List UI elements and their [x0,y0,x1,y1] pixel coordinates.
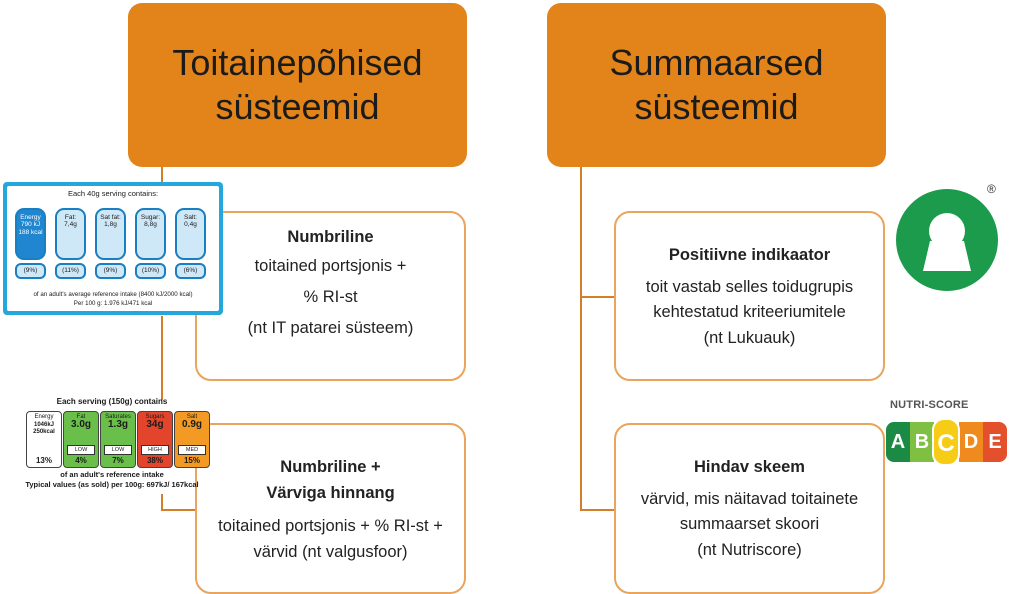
box-scoring-scheme-desc: värvid, mis näitavad toitainete summaars… [640,489,859,559]
nutriscore-logo: A B D E C [886,418,1007,466]
header-summary-systems-text: Summaarsed süsteemid [609,42,824,127]
connector-right-branch-top [580,296,614,298]
battery-energy: Energy 790 kJ 188 kcal [15,208,46,260]
battery-label-title: Each 40g serving contains: [67,189,159,198]
nutriscore-letter-e: E [983,422,1007,462]
nutriscore-title: NUTRI-SCORE [890,399,969,411]
traffic-sugars: Sugars 34g HIGH 38% [137,411,173,468]
traffic-energy-pct: 13% [35,455,52,465]
keyhole-shape-icon [923,213,971,271]
battery-satfat: Sat fat: 1,8g [95,208,126,260]
traffic-fat-name: Fat [76,414,86,420]
traffic-fat: Fat 3.0g LOW 4% [63,411,99,468]
box-scoring-scheme: Hindav skeem värvid, mis näitavad toitai… [614,423,885,594]
connector-right-vertical [580,167,582,510]
battery-satfat-pct: (9%) [95,263,126,279]
nutriscore-letter-a: A [886,422,910,462]
traffic-energy: Energy 1046kJ 250kcal 13% [26,411,62,468]
traffic-saturates-pct: 7% [112,455,124,465]
battery-fat-pct: (11%) [55,263,86,279]
traffic-sugars-pct: 38% [146,455,163,465]
battery-salt-name: Salt: [183,214,197,221]
traffic-salt-name: Salt [186,414,198,420]
battery-satfat-value: 1,8g [104,221,117,229]
traffic-energy-value: 1046kJ 250kcal [33,422,55,435]
registered-mark: ® [987,182,996,196]
traffic-saturates-level: LOW [104,445,132,455]
traffic-fat-pct: 4% [75,455,87,465]
traffic-fat-value: 3.0g [70,419,91,431]
traffic-salt-value: 0.9g [181,419,202,431]
keyhole-logo-icon [896,189,998,291]
box-scoring-scheme-title: Hindav skeem [694,458,805,476]
box-positive-indicator: Positiivne indikaator toit vastab selles… [614,211,885,381]
nutriscore-letter-b: B [910,422,934,462]
battery-salt-pct: (6%) [175,263,206,279]
traffic-sugars-name: Sugars [145,414,165,420]
battery-salt: Salt: 0,4g [175,208,206,260]
battery-energy-value: 790 kJ 188 kcal [18,221,43,236]
traffic-salt-level: MED [178,445,206,455]
traffic-label-footnote-1: of an adult's reference intake [60,470,164,479]
nutriscore-letter-d: D [959,422,983,462]
connector-left-branch-bottom [161,509,195,511]
battery-sugar-name: Sugar: [140,214,161,221]
box-positive-indicator-title: Positiivne indikaator [668,246,831,264]
traffic-light-nutrition-label: Each serving (150g) contains Energy 1046… [2,393,222,493]
battery-salt-value: 0,4g [184,221,197,229]
battery-energy-name: Energy [20,214,41,221]
traffic-salt-pct: 15% [183,455,200,465]
battery-fat-name: Fat: [64,214,77,221]
traffic-saturates: Saturates 1.3g LOW 7% [100,411,136,468]
battery-fat-value: 7,4g [64,221,77,229]
traffic-salt: Salt 0.9g MED 15% [174,411,210,468]
traffic-label-title: Each serving (150g) contains [56,397,168,406]
box-numeric: Numbriline toitained portsjonis + % RI-s… [195,211,466,381]
box-numeric-color-desc: toitained portsjonis + % RI-st + värvid … [218,517,443,561]
traffic-label-footnote-2: Typical values (as sold) per 100g: 697kJ… [25,480,199,489]
battery-nutrition-label: Each 40g serving contains: Energy 790 kJ… [3,182,223,315]
battery-label-footnote-1: of an adult's average reference intake (… [33,291,193,298]
box-positive-indicator-desc: toit vastab selles toidugrupis kehtestat… [645,277,854,347]
connector-left-vertical-top [161,167,163,187]
traffic-sugars-value: 34g [146,419,164,431]
header-summary-systems: Summaarsed süsteemid [547,3,886,167]
header-nutrient-based-text: Toitainepõhised süsteemid [172,42,423,127]
battery-label-footnote-2: Per 100 g: 1.976 kJ/471 kcal [73,300,153,307]
connector-left-vertical-bottom [161,494,163,510]
traffic-energy-name: Energy [34,414,54,420]
box-numeric-color-title-2: Värviga hinnang [266,483,395,502]
header-nutrient-based: Toitainepõhised süsteemid [128,3,467,167]
battery-satfat-name: Sat fat: [100,214,121,221]
battery-energy-pct: (9%) [15,263,46,279]
box-numeric-desc: toitained portsjonis + % RI-st (nt IT pa… [247,256,414,338]
traffic-sugars-level: HIGH [141,445,169,455]
traffic-saturates-name: Saturates [105,414,131,420]
connector-right-branch-bottom [580,509,614,511]
nutriscore-letter-c-selected: C [932,418,960,466]
battery-fat: Fat: 7,4g [55,208,86,260]
battery-sugar-value: 8,8g [144,221,157,229]
box-numeric-color-title-1: Numbriline + [280,458,381,476]
box-numeric-color: Numbriline + Värviga hinnang toitained p… [195,423,466,594]
battery-sugar: Sugar: 8,8g [135,208,166,260]
connector-left-vertical-mid [161,316,163,400]
traffic-fat-level: LOW [67,445,95,455]
traffic-saturates-value: 1.3g [107,419,128,431]
box-numeric-title: Numbriline [287,228,374,246]
battery-sugar-pct: (10%) [135,263,166,279]
